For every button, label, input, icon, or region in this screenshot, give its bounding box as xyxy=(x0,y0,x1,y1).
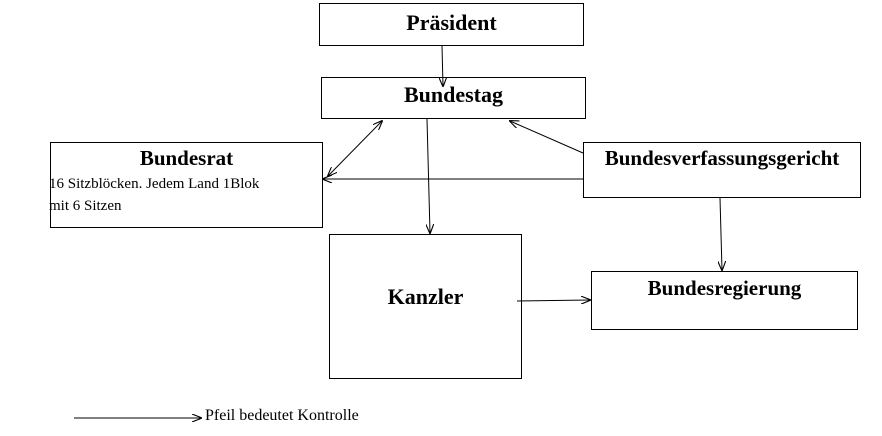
node-bundesrat-desc-line1: 16 Sitzblöcken. Jedem Land 1Blok xyxy=(49,176,260,192)
arrow-bundestag-bundesrat xyxy=(328,121,382,176)
arrow-bverfg-to-bundesregierung xyxy=(720,197,722,270)
node-bundesverfassungsgericht: Bundesverfassungsgericht xyxy=(583,142,861,198)
node-bundestag-title: Bundestag xyxy=(403,82,504,107)
arrow-bverfg-to-bundestag xyxy=(510,121,584,154)
node-bundesrat-title: Bundesrat xyxy=(139,146,234,170)
node-bundesregierung-title: Bundesregierung xyxy=(647,276,802,300)
node-kanzler: Kanzler xyxy=(329,234,522,379)
node-kanzler-title: Kanzler xyxy=(387,284,464,309)
node-praesident-title: Präsident xyxy=(406,10,497,35)
node-bundesrat-desc-line2: mit 6 Sitzen xyxy=(49,198,122,214)
node-bundesverfassungsgericht-title: Bundesverfassungsgericht xyxy=(604,146,840,170)
arrow-bundestag-to-kanzler xyxy=(427,118,430,233)
node-bundesrat: Bundesrat 16 Sitzblöcken. Jedem Land 1Bl… xyxy=(49,142,323,228)
node-bundesregierung: Bundesregierung xyxy=(591,271,858,330)
arrow-kanzler-to-bundesregierung xyxy=(516,300,590,301)
node-bundestag: Bundestag xyxy=(321,77,586,119)
legend-text: Pfeil bedeutet Kontrolle xyxy=(205,407,359,424)
node-praesident: Präsident xyxy=(319,3,584,46)
